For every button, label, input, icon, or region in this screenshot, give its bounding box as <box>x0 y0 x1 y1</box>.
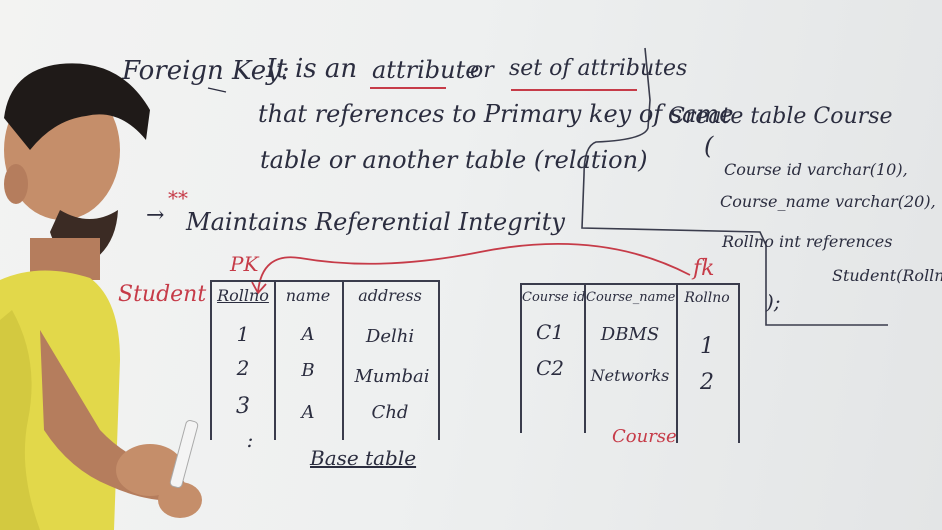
bracket-line <box>581 47 888 326</box>
course-table-col1 <box>584 283 586 433</box>
student-table-col2 <box>342 280 344 440</box>
student-r2-address: Mumbai <box>354 366 430 387</box>
definition-line3: table or another table (relation) <box>260 146 648 174</box>
student-r3-address: Chd <box>371 402 409 423</box>
presenter <box>0 63 202 530</box>
definition-line1-b: attribute <box>372 56 480 84</box>
student-r2-rollno: 2 <box>236 356 250 380</box>
student-r2-name: B <box>301 360 315 381</box>
course-table-col2 <box>676 283 678 443</box>
pk-fk-arrow <box>257 242 691 293</box>
course-r1-name: DBMS <box>600 324 660 345</box>
course-r2-rollno: 2 <box>700 370 714 395</box>
note-stars: ** <box>168 186 188 210</box>
student-more-rows: : <box>246 428 254 452</box>
course-caption: Course <box>612 426 677 447</box>
student-r1-rollno: 1 <box>236 322 250 346</box>
definition-term: Foreign Key: <box>122 56 290 86</box>
definition-line1-d: set of attributes <box>509 56 688 81</box>
course-table-col3 <box>738 283 740 443</box>
student-r1-address: Delhi <box>365 326 415 347</box>
course-r1-id: C1 <box>535 320 565 344</box>
student-table-col0 <box>210 280 212 440</box>
base-table-label: Base table <box>310 446 417 470</box>
definition-line1-a: It is an <box>266 54 358 84</box>
student-header-address: address <box>358 286 422 305</box>
fk-label: fk <box>693 256 715 281</box>
course-r1-rollno: 1 <box>700 334 714 359</box>
student-label: Student <box>118 282 207 307</box>
sql-line5: Rollno int references <box>722 232 893 251</box>
note-arrow: → <box>146 203 165 228</box>
student-header-rollno: Rollno <box>217 286 269 305</box>
student-r3-rollno: 3 <box>236 394 250 419</box>
sql-line2: ( <box>704 132 714 160</box>
pk-label: PK <box>230 252 259 276</box>
student-r1-name: A <box>301 324 315 345</box>
sql-line4: Course_name varchar(20), <box>720 192 936 211</box>
note-text: Maintains Referential Integrity <box>186 208 565 236</box>
course-header-rollno: Rollno <box>684 290 730 306</box>
student-table-col1 <box>274 280 276 440</box>
student-table-top <box>210 280 440 282</box>
course-table-top <box>520 283 740 285</box>
arrow-head <box>251 281 267 295</box>
course-r2-id: C2 <box>535 356 565 380</box>
definition-line1-c: or <box>470 58 494 83</box>
student-table-col3 <box>438 280 440 440</box>
definition-line2: that references to Primary key of same <box>258 100 734 128</box>
student-r3-name: A <box>301 402 315 423</box>
course-header-id: Course id <box>522 290 586 305</box>
student-header-name: name <box>285 286 331 305</box>
sql-line7: ); <box>766 290 781 314</box>
course-header-name: Course_name <box>586 290 676 305</box>
sql-line6: Student(Rollno) <box>832 266 942 285</box>
course-r2-name: Networks <box>590 366 670 385</box>
sql-line1: Create table Course <box>668 104 893 129</box>
sql-line3: Course id varchar(10), <box>724 160 908 179</box>
course-table-col0 <box>520 283 522 433</box>
